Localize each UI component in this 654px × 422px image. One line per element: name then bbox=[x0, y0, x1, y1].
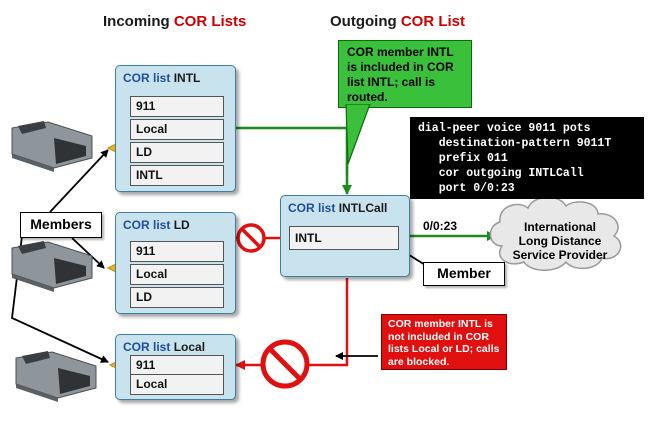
dial-peer-config: dial-peer voice 9011 pots destination-pa… bbox=[410, 117, 644, 199]
cor-list-intlcall: COR list INTLCall INTL bbox=[280, 195, 410, 277]
member-label: Member bbox=[423, 262, 505, 286]
outgoing-heading-text: Outgoing bbox=[330, 13, 401, 30]
cor-list-ld-title: COR list LD bbox=[123, 218, 190, 232]
member-item: Local bbox=[130, 264, 224, 285]
phone-icon-3 bbox=[15, 351, 97, 402]
outgoing-heading-highlight: COR List bbox=[400, 13, 465, 30]
members-arrow-ld bbox=[71, 237, 105, 269]
member-item: LD bbox=[130, 142, 224, 163]
members-label: Members bbox=[20, 212, 102, 238]
cloud-icon bbox=[489, 196, 622, 271]
code-line: port 0/0:23 bbox=[418, 182, 515, 195]
block-icon-local bbox=[260, 339, 310, 389]
member-item: 911 bbox=[130, 355, 224, 376]
member-item: LD bbox=[130, 287, 224, 308]
code-line: cor outgoing INTLCall bbox=[418, 167, 584, 180]
phone-icon-1 bbox=[11, 121, 93, 172]
member-item: Local bbox=[130, 374, 224, 395]
outgoing-heading: Outgoing COR List bbox=[330, 13, 465, 30]
red-callout: COR member INTL is not included in COR l… bbox=[381, 314, 507, 370]
member-item: 911 bbox=[130, 96, 224, 117]
code-line: destination-pattern 9011T bbox=[418, 137, 612, 150]
routed-path bbox=[236, 126, 352, 195]
member-item: INTL bbox=[130, 165, 224, 186]
cor-list-intlcall-title: COR list INTLCall bbox=[288, 201, 388, 215]
cor-list-local-title: COR list Local bbox=[123, 340, 206, 354]
block-icon-ld bbox=[236, 223, 266, 253]
green-callout: COR member INTL is included in COR list … bbox=[338, 40, 472, 108]
cor-list-local: COR list Local 911 Local bbox=[115, 334, 236, 400]
service-provider-label: International Long Distance Service Prov… bbox=[512, 220, 608, 262]
member-item: Local bbox=[130, 119, 224, 140]
code-line: prefix 011 bbox=[418, 152, 508, 165]
port-label: 0/0:23 bbox=[423, 219, 458, 233]
cor-list-intl-title: COR list INTL bbox=[123, 71, 201, 85]
incoming-heading-highlight: COR Lists bbox=[173, 13, 247, 30]
incoming-heading: Incoming COR Lists bbox=[103, 13, 246, 30]
code-line: dial-peer voice 9011 pots bbox=[418, 122, 591, 135]
member-item: 911 bbox=[130, 241, 224, 262]
green-callout-pointer bbox=[345, 104, 371, 165]
cor-list-intl: COR list INTL 911 Local LD INTL bbox=[115, 65, 236, 192]
member-item: INTL bbox=[289, 226, 399, 250]
members-arrow-intl bbox=[49, 149, 109, 213]
cor-list-ld: COR list LD 911 Local LD bbox=[115, 212, 236, 314]
incoming-heading-text: Incoming bbox=[103, 13, 174, 30]
phone-icon-2 bbox=[11, 241, 93, 292]
